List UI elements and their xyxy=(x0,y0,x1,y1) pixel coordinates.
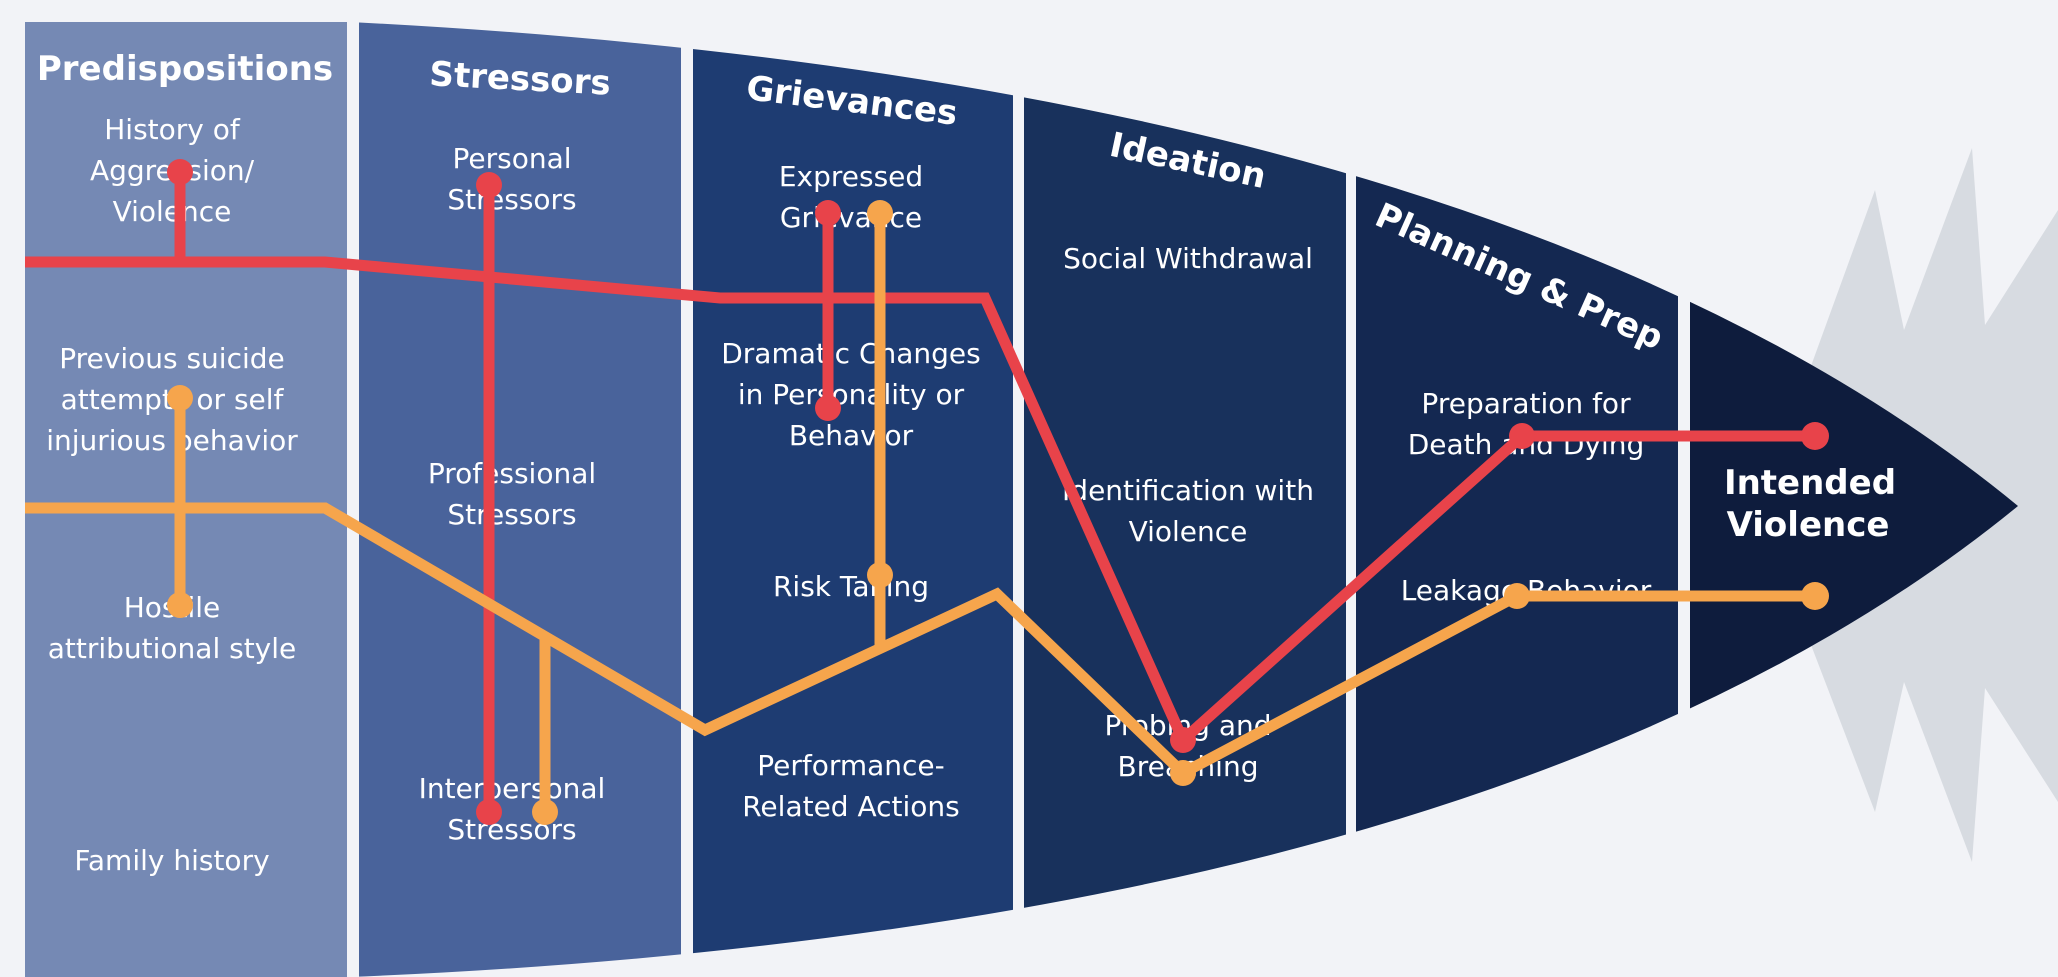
orange-node-expressed-grievance xyxy=(867,200,893,226)
red-node-expressed-grievance xyxy=(815,200,841,226)
final-title-line-2: Violence xyxy=(1727,505,1890,545)
stage-column-predispositions xyxy=(25,22,347,977)
orange-node-probing xyxy=(1170,760,1196,786)
stage-item-label: Hostileattributional style xyxy=(48,591,297,665)
stage-item-label: Family history xyxy=(74,844,269,877)
stage-column-stressors xyxy=(359,22,681,977)
red-node-aggression xyxy=(167,159,193,185)
red-node-interpersonal-stressors xyxy=(476,799,502,825)
red-pathway xyxy=(25,159,1829,825)
stage-item-label: Social Withdrawal xyxy=(1063,242,1313,275)
stage-item-label: Risk Taking xyxy=(773,570,929,603)
red-node-probing xyxy=(1170,727,1196,753)
stage-item-label: Performance-Related Actions xyxy=(742,749,960,823)
red-node-preparation xyxy=(1509,423,1535,449)
orange-node-risk-taking xyxy=(867,562,893,588)
final-title-line-1: Intended xyxy=(1724,463,1896,503)
stage-title-stressors: Stressors xyxy=(428,54,611,103)
orange-node-hostile xyxy=(167,592,193,618)
orange-node-interpersonal xyxy=(532,799,558,825)
orange-node-end xyxy=(1801,582,1829,610)
orange-pathway xyxy=(25,200,1829,825)
red-node-dramatic-changes xyxy=(815,395,841,421)
red-node-personal-stressors xyxy=(476,172,502,198)
orange-node-suicide xyxy=(167,385,193,411)
stage-title-predispositions: Predispositions xyxy=(37,49,333,89)
stage-column-planning xyxy=(1356,22,1678,977)
red-node-end xyxy=(1801,422,1829,450)
orange-node-leakage xyxy=(1504,583,1530,609)
stage-column-grievances xyxy=(693,22,1013,977)
